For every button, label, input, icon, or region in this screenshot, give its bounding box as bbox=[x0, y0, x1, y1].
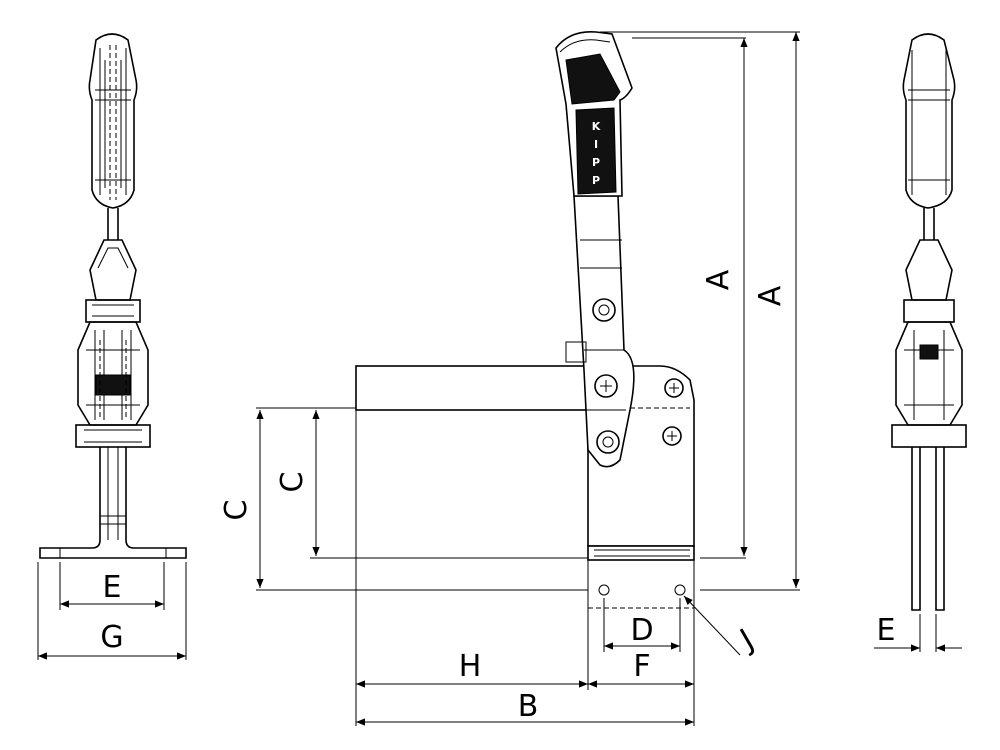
front-handle bbox=[88, 33, 138, 209]
dim-label-e-front: E bbox=[103, 570, 122, 605]
front-link bbox=[89, 239, 137, 301]
dim-label-a-outer: A bbox=[753, 285, 788, 306]
dim-label-g: G bbox=[100, 620, 123, 655]
logo-letter-3: P bbox=[592, 156, 600, 169]
logo-letter-2: I bbox=[594, 138, 598, 151]
dim-label-d: D bbox=[630, 613, 653, 648]
right-handle bbox=[902, 33, 956, 209]
right-view: E bbox=[874, 33, 967, 652]
dim-label-b: B bbox=[518, 689, 539, 724]
dim-label-c-inner: C bbox=[275, 472, 310, 493]
logo-letter-4: P bbox=[592, 174, 600, 187]
dim-label-h: H bbox=[459, 649, 482, 684]
dim-label-a-inner: A bbox=[701, 269, 736, 290]
front-body bbox=[77, 321, 149, 426]
spindle-bar bbox=[355, 365, 589, 411]
lever-arm bbox=[573, 195, 635, 468]
dim-label-c-outer: C bbox=[219, 500, 254, 521]
logo-letter-1: K bbox=[592, 120, 601, 133]
dim-label-e-side: E bbox=[877, 613, 896, 648]
dim-label-j: J bbox=[733, 622, 760, 658]
dim-label-f: F bbox=[633, 649, 650, 684]
front-view: E G bbox=[37, 33, 187, 660]
side-view: K I P P A A C C D F H B J bbox=[219, 31, 800, 726]
